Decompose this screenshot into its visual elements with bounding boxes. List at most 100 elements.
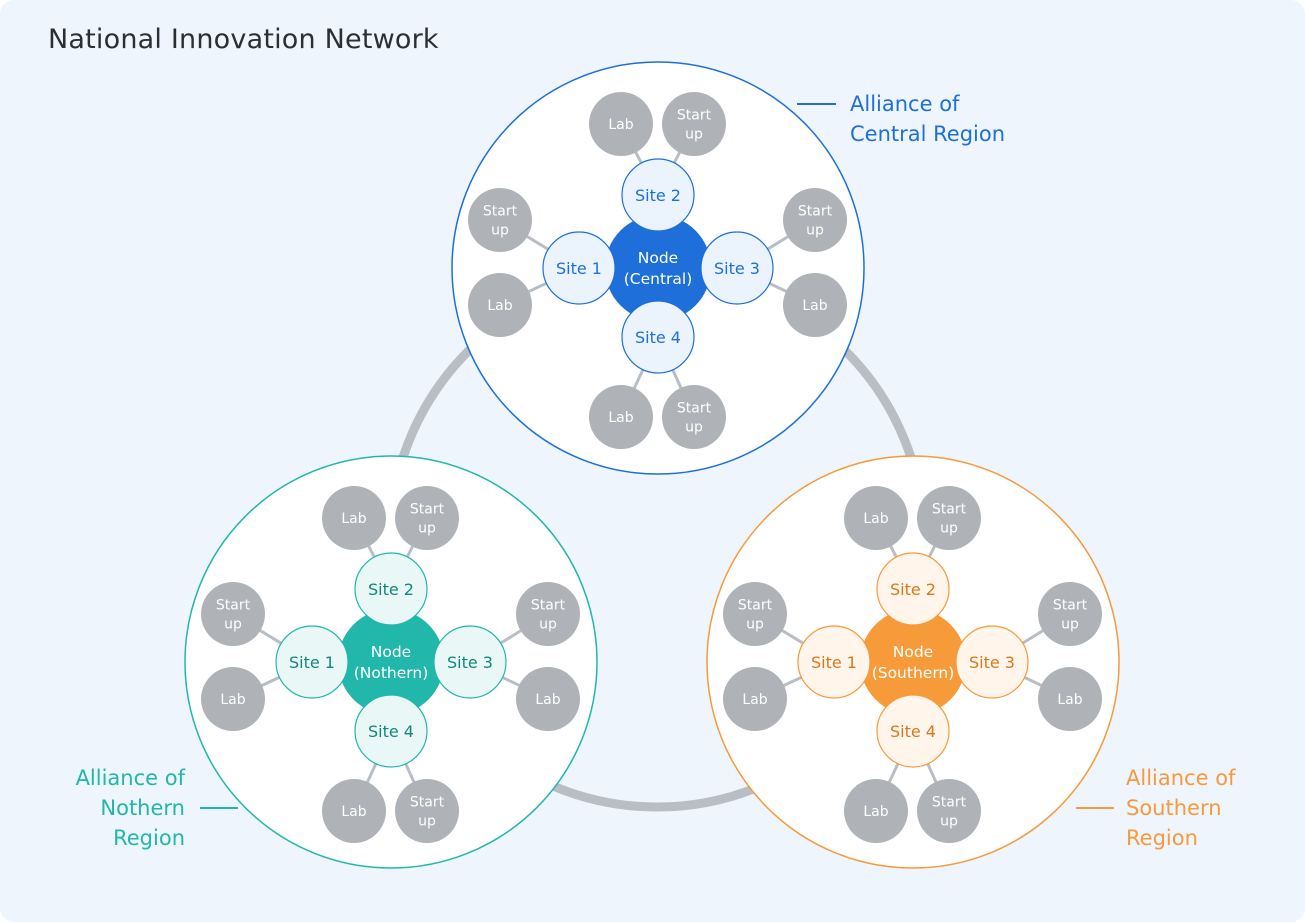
startup-label: Start up [677,401,712,436]
startup-node [516,582,580,646]
label-line: Site 4 [635,328,681,347]
label-line: Site 3 [447,653,493,672]
alliance-label-northern: Alliance of Nothern Region [40,763,185,853]
site-node [621,158,695,232]
lab-node [589,92,653,156]
label-line: up [491,223,509,239]
site-node [542,231,616,305]
lab-node [1038,667,1102,731]
site-label: Site 1 [556,259,602,278]
label-line: Lab [608,410,633,426]
lab-label: Lab [487,298,512,314]
site-label: Site 4 [635,328,681,347]
site-node [797,625,871,699]
alliance-label-central: Alliance of Central Region [850,89,1005,149]
site-label: Site 2 [635,186,681,205]
site-node [700,231,774,305]
label-line: Site 4 [368,722,414,741]
lab-node [783,273,847,337]
site-label: Site 4 [368,722,414,741]
lab-label: Lab [341,511,366,527]
label-line: Lab [1057,692,1082,708]
startup-node [395,486,459,550]
label-line: Start [677,108,712,124]
lab-label: Lab [608,117,633,133]
lab-label: Lab [742,692,767,708]
alliance-label-line: Alliance of [75,766,185,790]
label-line: up [940,521,958,537]
lab-label: Lab [802,298,827,314]
label-line: Site 2 [890,580,936,599]
site-node [433,625,507,699]
label-line: Start [216,598,251,614]
label-line: Site 2 [635,186,681,205]
label-line: Lab [863,511,888,527]
label-line: Site 1 [811,653,857,672]
alliance-label-line: Region [113,826,185,850]
lab-node [844,779,908,843]
hub-node-central [605,215,711,321]
label-line: (Nothern) [354,664,429,682]
hub-node-southern [860,609,966,715]
startup-label: Start up [216,598,251,633]
startup-node [395,779,459,843]
lab-node [844,486,908,550]
label-line: Start [531,598,566,614]
label-line: up [1061,617,1079,633]
lab-node [322,486,386,550]
site-label: Site 1 [811,653,857,672]
label-line: Lab [863,804,888,820]
site-label: Site 1 [289,653,335,672]
label-line: up [224,617,242,633]
lab-label: Lab [535,692,560,708]
lab-node [589,385,653,449]
label-line: Start [677,401,712,417]
alliance-label-line: Southern [1126,796,1222,820]
alliance-label-line: Alliance of [1126,766,1236,790]
label-line: Site 1 [289,653,335,672]
hub-label: Node(Southern) [872,643,955,682]
site-node [275,625,349,699]
label-line: up [685,420,703,436]
label-line: Node [371,643,411,661]
label-line: up [940,814,958,830]
label-line: Node [893,643,933,661]
site-node [354,694,428,768]
page-title: National Innovation Network [48,24,439,55]
alliance-label-southern: Alliance of Southern Region [1126,763,1235,853]
startup-node [468,188,532,252]
lab-node [322,779,386,843]
startup-node [917,779,981,843]
alliance-label-line: Region [1126,826,1198,850]
label-line: Lab [608,117,633,133]
label-line: Start [483,204,518,220]
label-line: Node [638,249,678,267]
label-line: Start [410,502,445,518]
lab-label: Lab [863,804,888,820]
site-label: Site 3 [447,653,493,672]
label-line: Start [932,502,967,518]
lab-node [516,667,580,731]
site-node [621,300,695,374]
alliance-label-line: Nothern [100,796,185,820]
label-line: Start [738,598,773,614]
site-label: Site 2 [890,580,936,599]
label-line: Site 3 [714,259,760,278]
lab-label: Lab [220,692,245,708]
label-line: up [806,223,824,239]
startup-node [662,385,726,449]
site-label: Site 3 [969,653,1015,672]
label-line: Site 2 [368,580,414,599]
hub-node-northern [338,609,444,715]
startup-node [1038,582,1102,646]
label-line: Lab [742,692,767,708]
